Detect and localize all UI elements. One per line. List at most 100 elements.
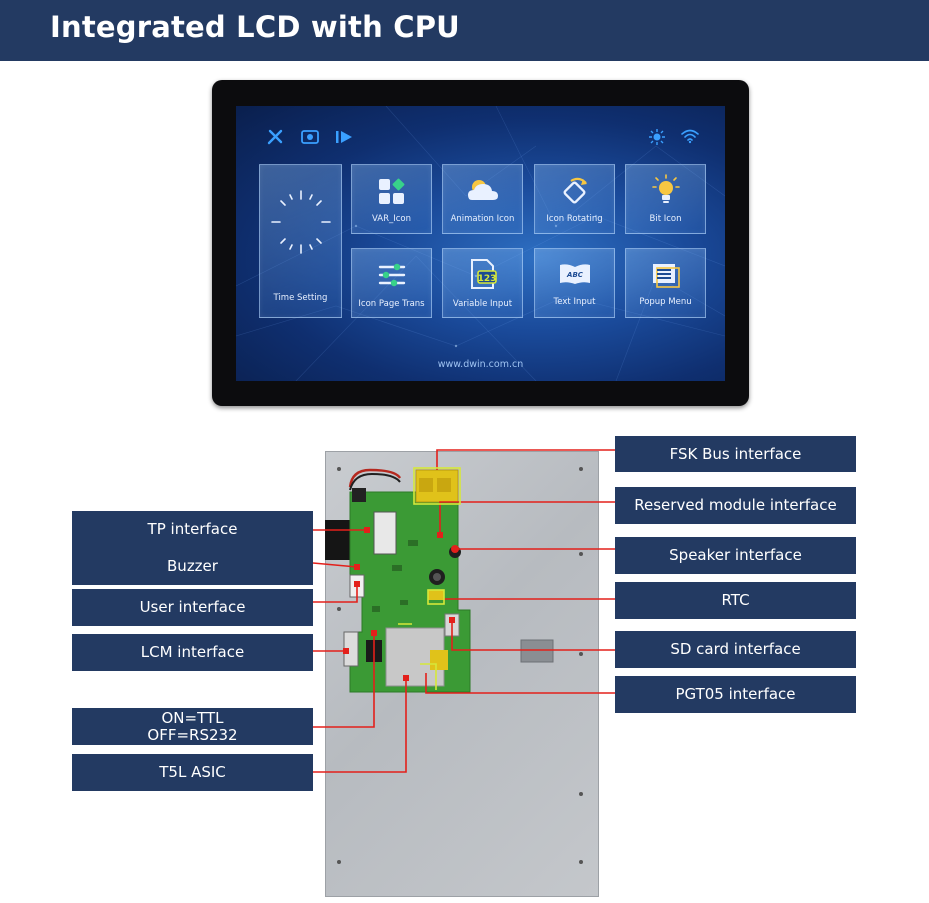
clock-icon <box>270 190 331 254</box>
label-sd-card-interface: SD card interface <box>615 631 856 668</box>
leader-line-onoff <box>313 633 375 728</box>
bulb-icon <box>651 174 680 203</box>
leader-dot <box>354 564 360 570</box>
screw <box>337 607 341 611</box>
leader-dot <box>343 648 349 654</box>
wifi-icon[interactable] <box>680 128 700 144</box>
buzzer <box>352 488 366 502</box>
play-icon[interactable] <box>334 128 354 146</box>
rotate-icon <box>563 177 587 204</box>
label-speaker-interface: Speaker interface <box>615 537 856 574</box>
website-url: www.dwin.com.cn <box>437 359 524 370</box>
label-tp-interface: TP interface <box>72 511 313 548</box>
rtc-highlight <box>427 589 445 605</box>
tile-text-input[interactable]: ABC Text Input <box>534 248 615 318</box>
label-text: Reserved module interface <box>634 496 837 514</box>
label-text: Buzzer <box>167 557 218 575</box>
leader-dot <box>437 532 443 538</box>
leader-line-reserved <box>439 501 615 535</box>
label-text: Speaker interface <box>669 546 802 564</box>
pgt05-highlight <box>398 623 437 690</box>
leader-dot <box>403 675 409 681</box>
sliders-icon <box>378 263 405 287</box>
fsk-highlight <box>413 467 461 505</box>
speaker-cable <box>348 468 402 488</box>
tile-label: Time Setting <box>273 293 328 303</box>
label-text: FSK Bus interface <box>669 445 802 463</box>
tile-label: Popup Menu <box>639 297 692 307</box>
tile-bit-icon[interactable]: Bit Icon <box>625 164 706 234</box>
cloud-icon <box>467 180 498 200</box>
tile-icon-rotating[interactable]: Icon Rotating <box>534 164 615 234</box>
screw <box>579 860 583 864</box>
fsk-connector-pin <box>437 478 451 492</box>
lcd-screen: Time Setting VAR_Icon Animation Icon Ico… <box>236 106 725 381</box>
camera-icon[interactable] <box>300 128 320 146</box>
rtc-chip <box>428 590 444 600</box>
label-text: LCM interface <box>140 643 245 661</box>
speaker-cable <box>349 472 401 491</box>
tile-popup-menu[interactable]: Popup Menu <box>625 248 706 318</box>
leader-dot <box>449 617 455 623</box>
leader-dot <box>364 527 370 533</box>
label-text: RTC <box>721 591 750 609</box>
pgt05-cable-connector <box>520 639 554 663</box>
tile-variable-input[interactable]: 123 Variable Input <box>442 248 523 318</box>
tile-label: Icon Page Trans <box>358 299 425 309</box>
tile-var-icon[interactable]: VAR_Icon <box>351 164 432 234</box>
tile-label: Animation Icon <box>450 214 515 224</box>
label-reserved-module-interface: Reserved module interface <box>615 487 856 524</box>
leader-line-sd <box>451 620 615 651</box>
leader-line-t5l <box>313 678 407 773</box>
label-text: T5L ASIC <box>159 763 226 781</box>
leader-line-user <box>313 584 358 603</box>
tile-label: Icon Rotating <box>546 214 603 224</box>
tile-label: Bit Icon <box>649 214 682 224</box>
label-text: PGT05 interface <box>675 685 796 703</box>
screw <box>579 792 583 796</box>
label-lcm-interface: LCM interface <box>72 634 313 671</box>
label-t5l-asic: T5L ASIC <box>72 754 313 791</box>
svg-text:ABC: ABC <box>566 271 584 279</box>
page-title: Integrated LCD with CPU <box>50 10 460 44</box>
leader-line-buzzer <box>312 562 358 568</box>
leader-line-pgt05 <box>425 673 615 694</box>
screw <box>579 467 583 471</box>
tile-label: VAR_Icon <box>371 214 411 224</box>
label-fsk-bus-interface: FSK Bus interface <box>615 436 856 472</box>
book-icon: ABC <box>559 264 590 284</box>
popup-menu-icon <box>652 264 680 288</box>
rtc-battery <box>433 573 441 581</box>
leader-dot <box>451 545 459 553</box>
tile-label: Variable Input <box>452 299 513 309</box>
leader-dot <box>371 630 377 636</box>
title-bar: Integrated LCD with CPU <box>0 0 929 61</box>
pgt05-connector <box>430 650 448 670</box>
tile-label: Text Input <box>553 297 596 307</box>
tools-icon[interactable] <box>266 128 284 146</box>
label-text: User interface <box>139 598 246 616</box>
label-rtc: RTC <box>615 582 856 619</box>
label-text-line2: OFF=RS232 <box>147 726 238 744</box>
label-buzzer: Buzzer <box>72 548 313 585</box>
var-icon <box>378 178 404 204</box>
fsk-connector-pin <box>419 478 433 492</box>
screw <box>579 552 583 556</box>
tile-animation-icon[interactable]: Animation Icon <box>442 164 523 234</box>
leader-dot <box>354 581 360 587</box>
label-text-line1: ON=TTL <box>161 709 224 727</box>
number-input-icon: 123 <box>470 259 497 289</box>
label-text: SD card interface <box>670 640 801 658</box>
label-on-off-switch: ON=TTL OFF=RS232 <box>72 708 313 745</box>
tile-time-setting[interactable]: Time Setting <box>259 164 342 318</box>
screw <box>337 467 341 471</box>
screw <box>579 652 583 656</box>
label-pgt05-interface: PGT05 interface <box>615 676 856 713</box>
brightness-icon[interactable] <box>648 128 666 146</box>
label-text: TP interface <box>147 520 238 538</box>
tile-icon-page-trans[interactable]: Icon Page Trans <box>351 248 432 318</box>
label-user-interface: User interface <box>72 589 313 626</box>
tp-socket <box>373 511 397 555</box>
leader-line-fsk <box>436 449 615 470</box>
